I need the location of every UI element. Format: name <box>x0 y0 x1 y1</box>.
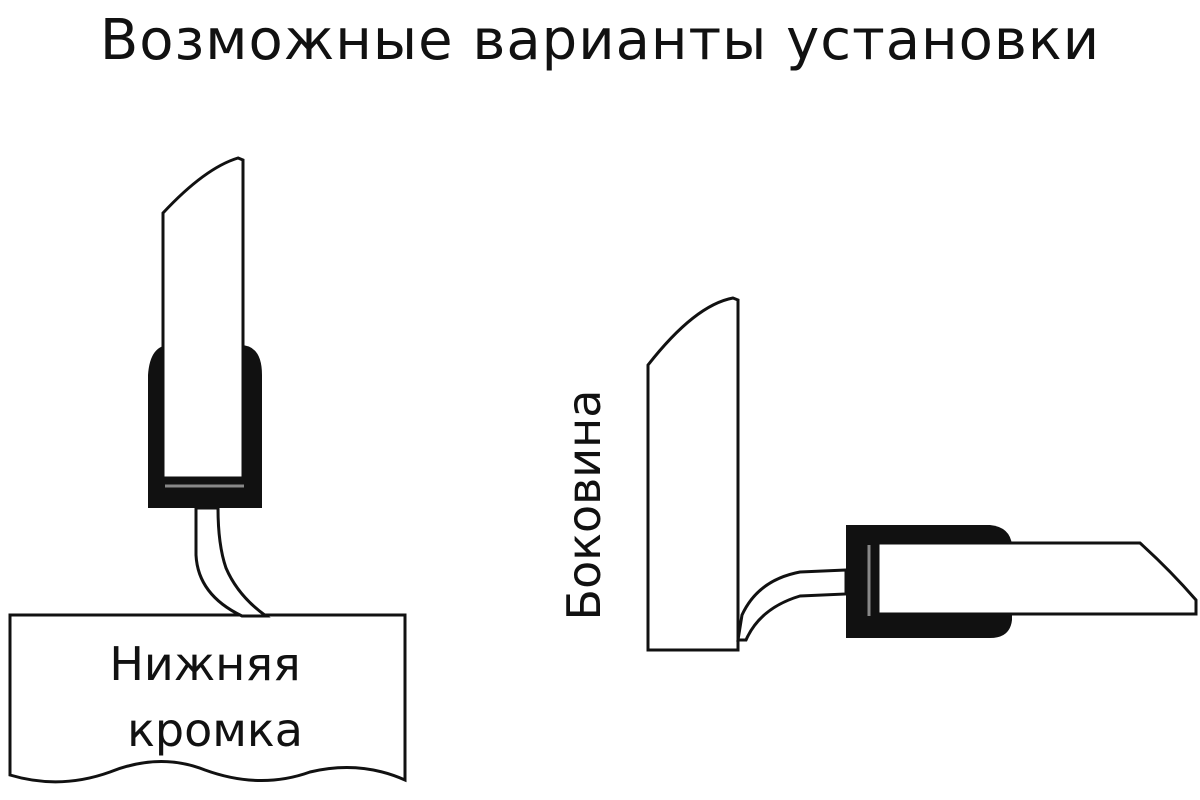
page-title: Возможные варианты установки <box>99 8 1101 73</box>
bottom-edge-board <box>8 613 407 784</box>
side-panel-label: Боковина <box>557 390 611 621</box>
bottom-edge-label-line1: Нижняя <box>109 637 300 691</box>
glass-panel-vertical <box>161 156 245 480</box>
variant-side-panel: Боковина <box>557 296 1198 652</box>
drip-tail <box>194 506 271 618</box>
bottom-edge-label-line2: кромка <box>127 703 303 757</box>
side-panel-board <box>646 296 740 652</box>
variant-bottom-edge: Нижняя кромка <box>8 156 407 784</box>
drip-tail-side <box>736 568 848 642</box>
glass-panel-horizontal <box>876 541 1198 616</box>
